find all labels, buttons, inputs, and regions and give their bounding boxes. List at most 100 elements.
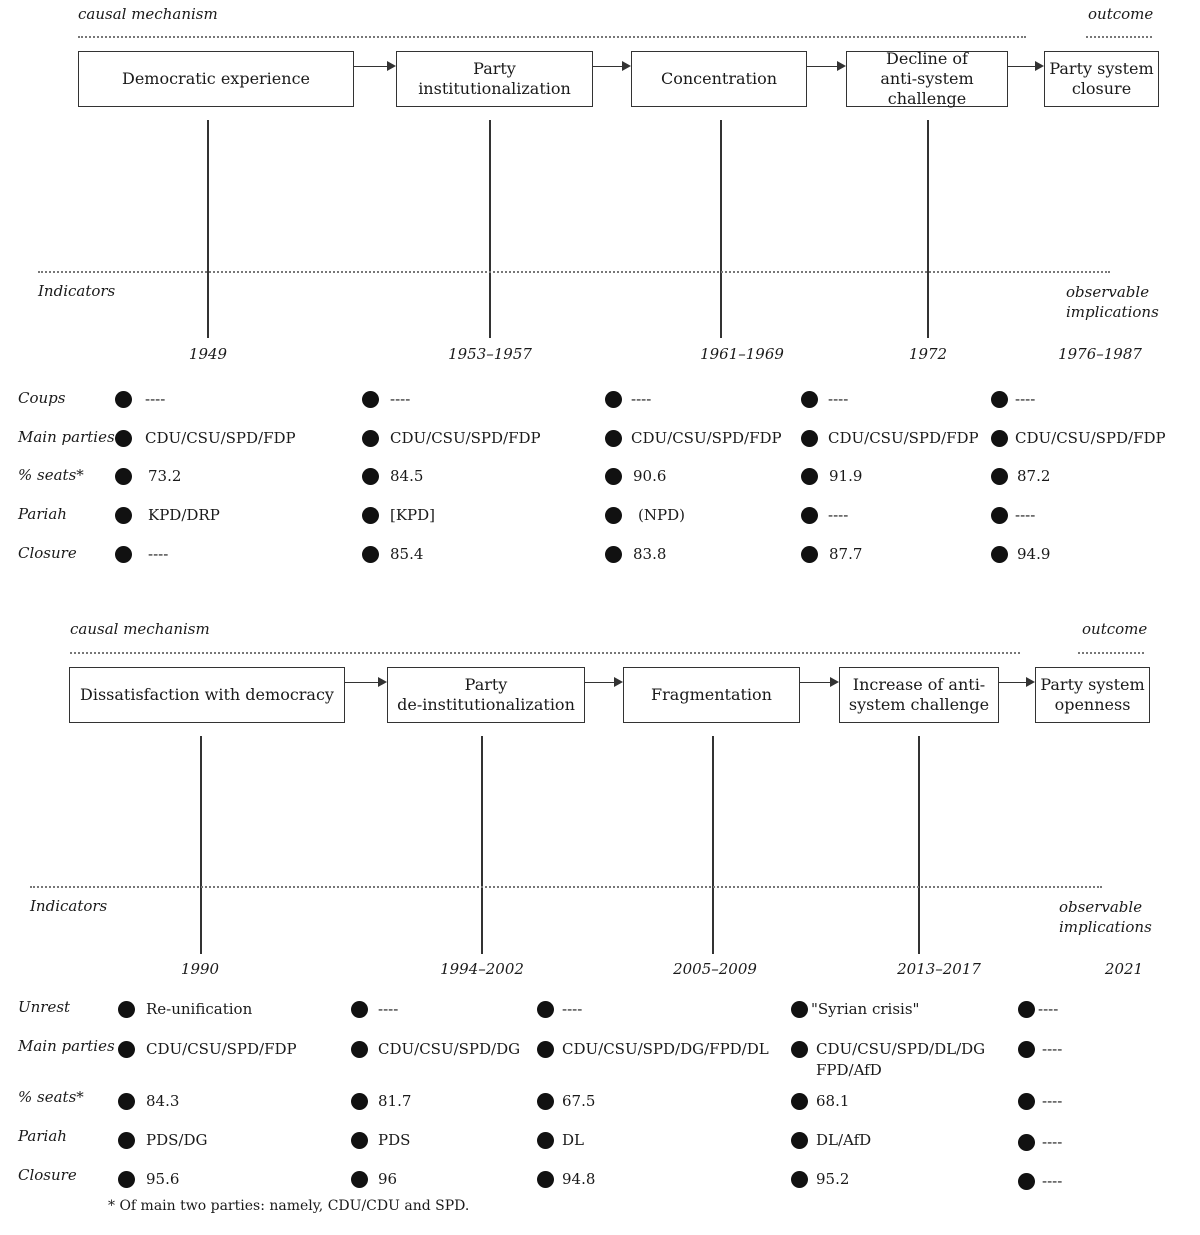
period-label: 2021 <box>1104 960 1144 978</box>
stage-label: Democratic experience <box>121 69 310 88</box>
cell-value: CDU/CSU/SPD/FDP <box>145 429 296 447</box>
bullet-dot <box>991 430 1008 447</box>
bullet-dot <box>118 1093 135 1110</box>
outcome-label: outcome <box>1082 620 1148 638</box>
stage-box: Democratic experience <box>78 51 354 107</box>
cell-value: ---- <box>1042 1040 1063 1058</box>
bullet-dot <box>115 391 132 408</box>
bullet-dot <box>791 1001 808 1018</box>
bullet-dot <box>362 391 379 408</box>
cell-value: CDU/CSU/SPD/FDP <box>1015 429 1166 447</box>
stage-box: Dissatisfaction with democracy <box>69 667 345 723</box>
stage-box: Party institutionalization <box>396 51 593 107</box>
cell-value: 96 <box>378 1170 398 1188</box>
bullet-dot <box>791 1041 808 1058</box>
dotted-divider <box>78 36 1026 38</box>
stage-box: Party de-institutionalization <box>387 667 585 723</box>
cell-value: ---- <box>828 506 849 524</box>
arrow <box>800 677 839 687</box>
dotted-divider <box>1078 652 1144 654</box>
bullet-dot <box>1018 1041 1035 1058</box>
cell-value: 87.2 <box>1017 467 1051 485</box>
cell-value: CDU/CSU/SPD/FDP <box>631 429 782 447</box>
cell-value: ---- <box>631 390 652 408</box>
arrow <box>585 677 623 687</box>
dotted-divider <box>1086 36 1152 38</box>
cell-value: 73.2 <box>148 467 182 485</box>
cell-value: 87.7 <box>829 545 863 563</box>
bullet-dot <box>351 1041 368 1058</box>
bullet-dot <box>801 430 818 447</box>
observable-implications-label: observable implications <box>1066 283 1159 321</box>
row-label: Closure <box>18 1166 77 1184</box>
cell-value: ---- <box>1042 1133 1063 1151</box>
bullet-dot <box>605 430 622 447</box>
arrow <box>593 61 631 71</box>
bullet-dot <box>801 507 818 524</box>
bullet-dot <box>115 468 132 485</box>
period-label: 1990 <box>180 960 220 978</box>
stage-box: Fragmentation <box>623 667 800 723</box>
bullet-dot <box>118 1041 135 1058</box>
bullet-dot <box>605 546 622 563</box>
bullet-dot <box>362 546 379 563</box>
cell-value: 95.2 <box>816 1170 850 1188</box>
stage-label: Decline of anti-system challenge <box>880 49 974 108</box>
cell-value: ---- <box>1015 390 1036 408</box>
cell-value: 90.6 <box>633 467 667 485</box>
bullet-dot <box>791 1093 808 1110</box>
cell-value: CDU/CSU/SPD/FDP <box>390 429 541 447</box>
bullet-dot <box>991 546 1008 563</box>
bullet-dot <box>115 430 132 447</box>
bullet-dot <box>791 1171 808 1188</box>
cell-value: "Syrian crisis" <box>811 1000 920 1018</box>
period-label: 1953–1957 <box>448 345 532 363</box>
connector-line <box>207 120 209 338</box>
cell-value: 94.8 <box>562 1170 596 1188</box>
outcome-box: Party system openness <box>1035 667 1150 723</box>
cell-value: 95.6 <box>146 1170 180 1188</box>
stage-label: Concentration <box>660 69 777 88</box>
cell-value: 81.7 <box>378 1092 412 1110</box>
causal-mechanism-label: causal mechanism <box>78 5 218 23</box>
bullet-dot <box>351 1132 368 1149</box>
cell-value: ---- <box>148 545 169 563</box>
cell-value: ---- <box>390 390 411 408</box>
cell-value: ---- <box>1038 1000 1059 1018</box>
cell-value: PDS/DG <box>146 1131 208 1149</box>
cell-value: [KPD] <box>390 506 436 524</box>
bullet-dot <box>801 546 818 563</box>
row-label: % seats* <box>18 1088 84 1106</box>
bullet-dot <box>801 391 818 408</box>
outcome-box: Party system closure <box>1044 51 1159 107</box>
bullet-dot <box>351 1001 368 1018</box>
row-label: Pariah <box>18 505 67 523</box>
bullet-dot <box>605 468 622 485</box>
bullet-dot <box>115 546 132 563</box>
cell-value: ---- <box>145 390 166 408</box>
bullet-dot <box>801 468 818 485</box>
cell-value: 84.5 <box>390 467 424 485</box>
connector-line <box>200 736 202 954</box>
outcome-label: outcome <box>1088 5 1154 23</box>
cell-value: 83.8 <box>633 545 667 563</box>
arrow <box>1008 61 1044 71</box>
bullet-dot <box>791 1132 808 1149</box>
period-label: 1949 <box>188 345 228 363</box>
bullet-dot <box>537 1041 554 1058</box>
bullet-dot <box>1018 1093 1035 1110</box>
bullet-dot <box>1018 1173 1035 1190</box>
period-label: 1961–1969 <box>700 345 784 363</box>
dotted-divider <box>38 271 1110 273</box>
indicators-label: Indicators <box>30 897 108 915</box>
stage-box: Increase of anti- system challenge <box>839 667 999 723</box>
bullet-dot <box>362 468 379 485</box>
connector-line <box>481 736 483 954</box>
cell-value: CDU/CSU/SPD/DL/DG FPD/AfD <box>816 1040 986 1079</box>
stage-label: Fragmentation <box>651 685 772 704</box>
cell-value: PDS <box>378 1131 411 1149</box>
period-label: 1994–2002 <box>440 960 524 978</box>
cell-value: ---- <box>1015 506 1036 524</box>
row-label: Pariah <box>18 1127 67 1145</box>
bullet-dot <box>605 507 622 524</box>
